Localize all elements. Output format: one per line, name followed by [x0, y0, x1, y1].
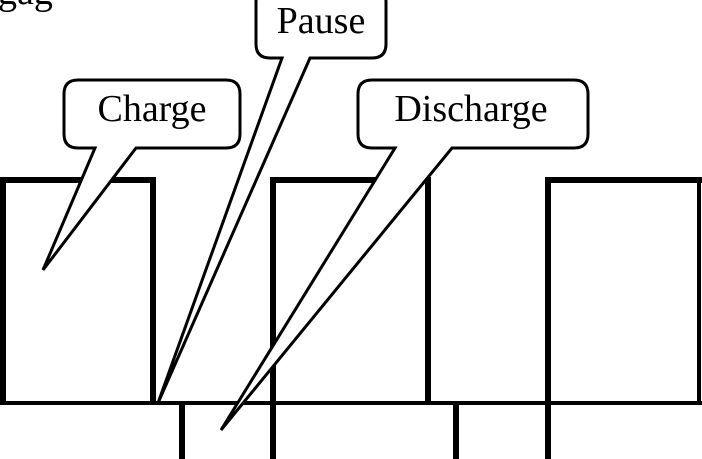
discharge-callout: Discharge — [219, 78, 590, 431]
charge-callout-bubble — [41, 78, 242, 271]
charge-callout: Charge — [41, 78, 242, 271]
charge-pulse-3 — [545, 177, 702, 403]
pause-callout-bubble — [156, 0, 388, 404]
discharge-label: Discharge — [394, 88, 547, 130]
clipped-heading-fragment: gag — [0, 0, 53, 13]
pause-callout: Pause — [156, 0, 388, 404]
discharge-callout-bubble — [219, 78, 590, 431]
charge-label: Charge — [97, 88, 206, 130]
charge-pulse-1 — [0, 177, 156, 403]
pause-label: Pause — [277, 0, 366, 42]
charge-pulse-2 — [270, 177, 431, 403]
